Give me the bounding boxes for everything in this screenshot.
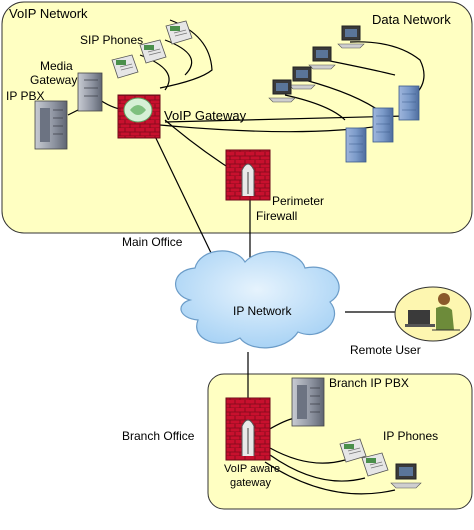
data-server-3-icon — [345, 127, 367, 163]
ip-network-label: IP Network — [233, 304, 292, 318]
perimeter-firewall-label-1: Perimeter — [272, 194, 324, 208]
voip-gateway-label: VoIP Gateway — [164, 108, 247, 123]
ip-pbx-icon — [34, 100, 68, 150]
remote-user-icon — [394, 286, 472, 342]
data-computer-4-icon — [268, 79, 296, 103]
data-network-zone-label: Data Network — [372, 12, 451, 27]
sip-phone-1-icon — [111, 54, 139, 79]
media-gateway-label-1: Media — [40, 59, 73, 73]
branch-ip-pbx-icon — [291, 377, 325, 427]
branch-ip-phone-2-icon — [361, 452, 389, 477]
data-computer-1-icon — [337, 25, 365, 49]
voip-gateway-icon — [117, 94, 161, 139]
voip-aware-gateway-icon — [225, 397, 271, 461]
branch-ip-phone-1-icon — [339, 438, 367, 463]
ip-pbx-label: IP PBX — [6, 89, 44, 103]
ip-phones-label: IP Phones — [383, 429, 438, 443]
voip-aware-gateway-label-1: VoIP aware — [224, 463, 280, 475]
branch-computer-icon — [390, 463, 422, 489]
remote-user-label: Remote User — [350, 343, 421, 357]
voip-aware-gateway-label-2: gateway — [230, 477, 271, 489]
data-server-1-icon — [398, 85, 420, 121]
media-gateway-icon — [77, 72, 103, 112]
branch-ip-pbx-label: Branch IP PBX — [329, 376, 409, 390]
perimeter-firewall-label-2: Firewall — [256, 209, 297, 223]
branch-office-label: Branch Office — [122, 429, 195, 443]
data-computer-2-icon — [308, 46, 336, 70]
sip-phone-2-icon — [139, 39, 167, 64]
ip-network-cloud — [175, 250, 340, 349]
sip-phones-label: SIP Phones — [80, 33, 143, 47]
voip-network-zone-label: VoIP Network — [9, 6, 88, 21]
media-gateway-label-2: Gateway — [30, 73, 77, 87]
sip-phone-3-icon — [165, 20, 193, 45]
data-server-2-icon — [372, 107, 394, 143]
perimeter-firewall-icon — [225, 149, 271, 201]
main-office-label: Main Office — [122, 235, 183, 249]
data-computer-3-icon — [288, 66, 316, 90]
